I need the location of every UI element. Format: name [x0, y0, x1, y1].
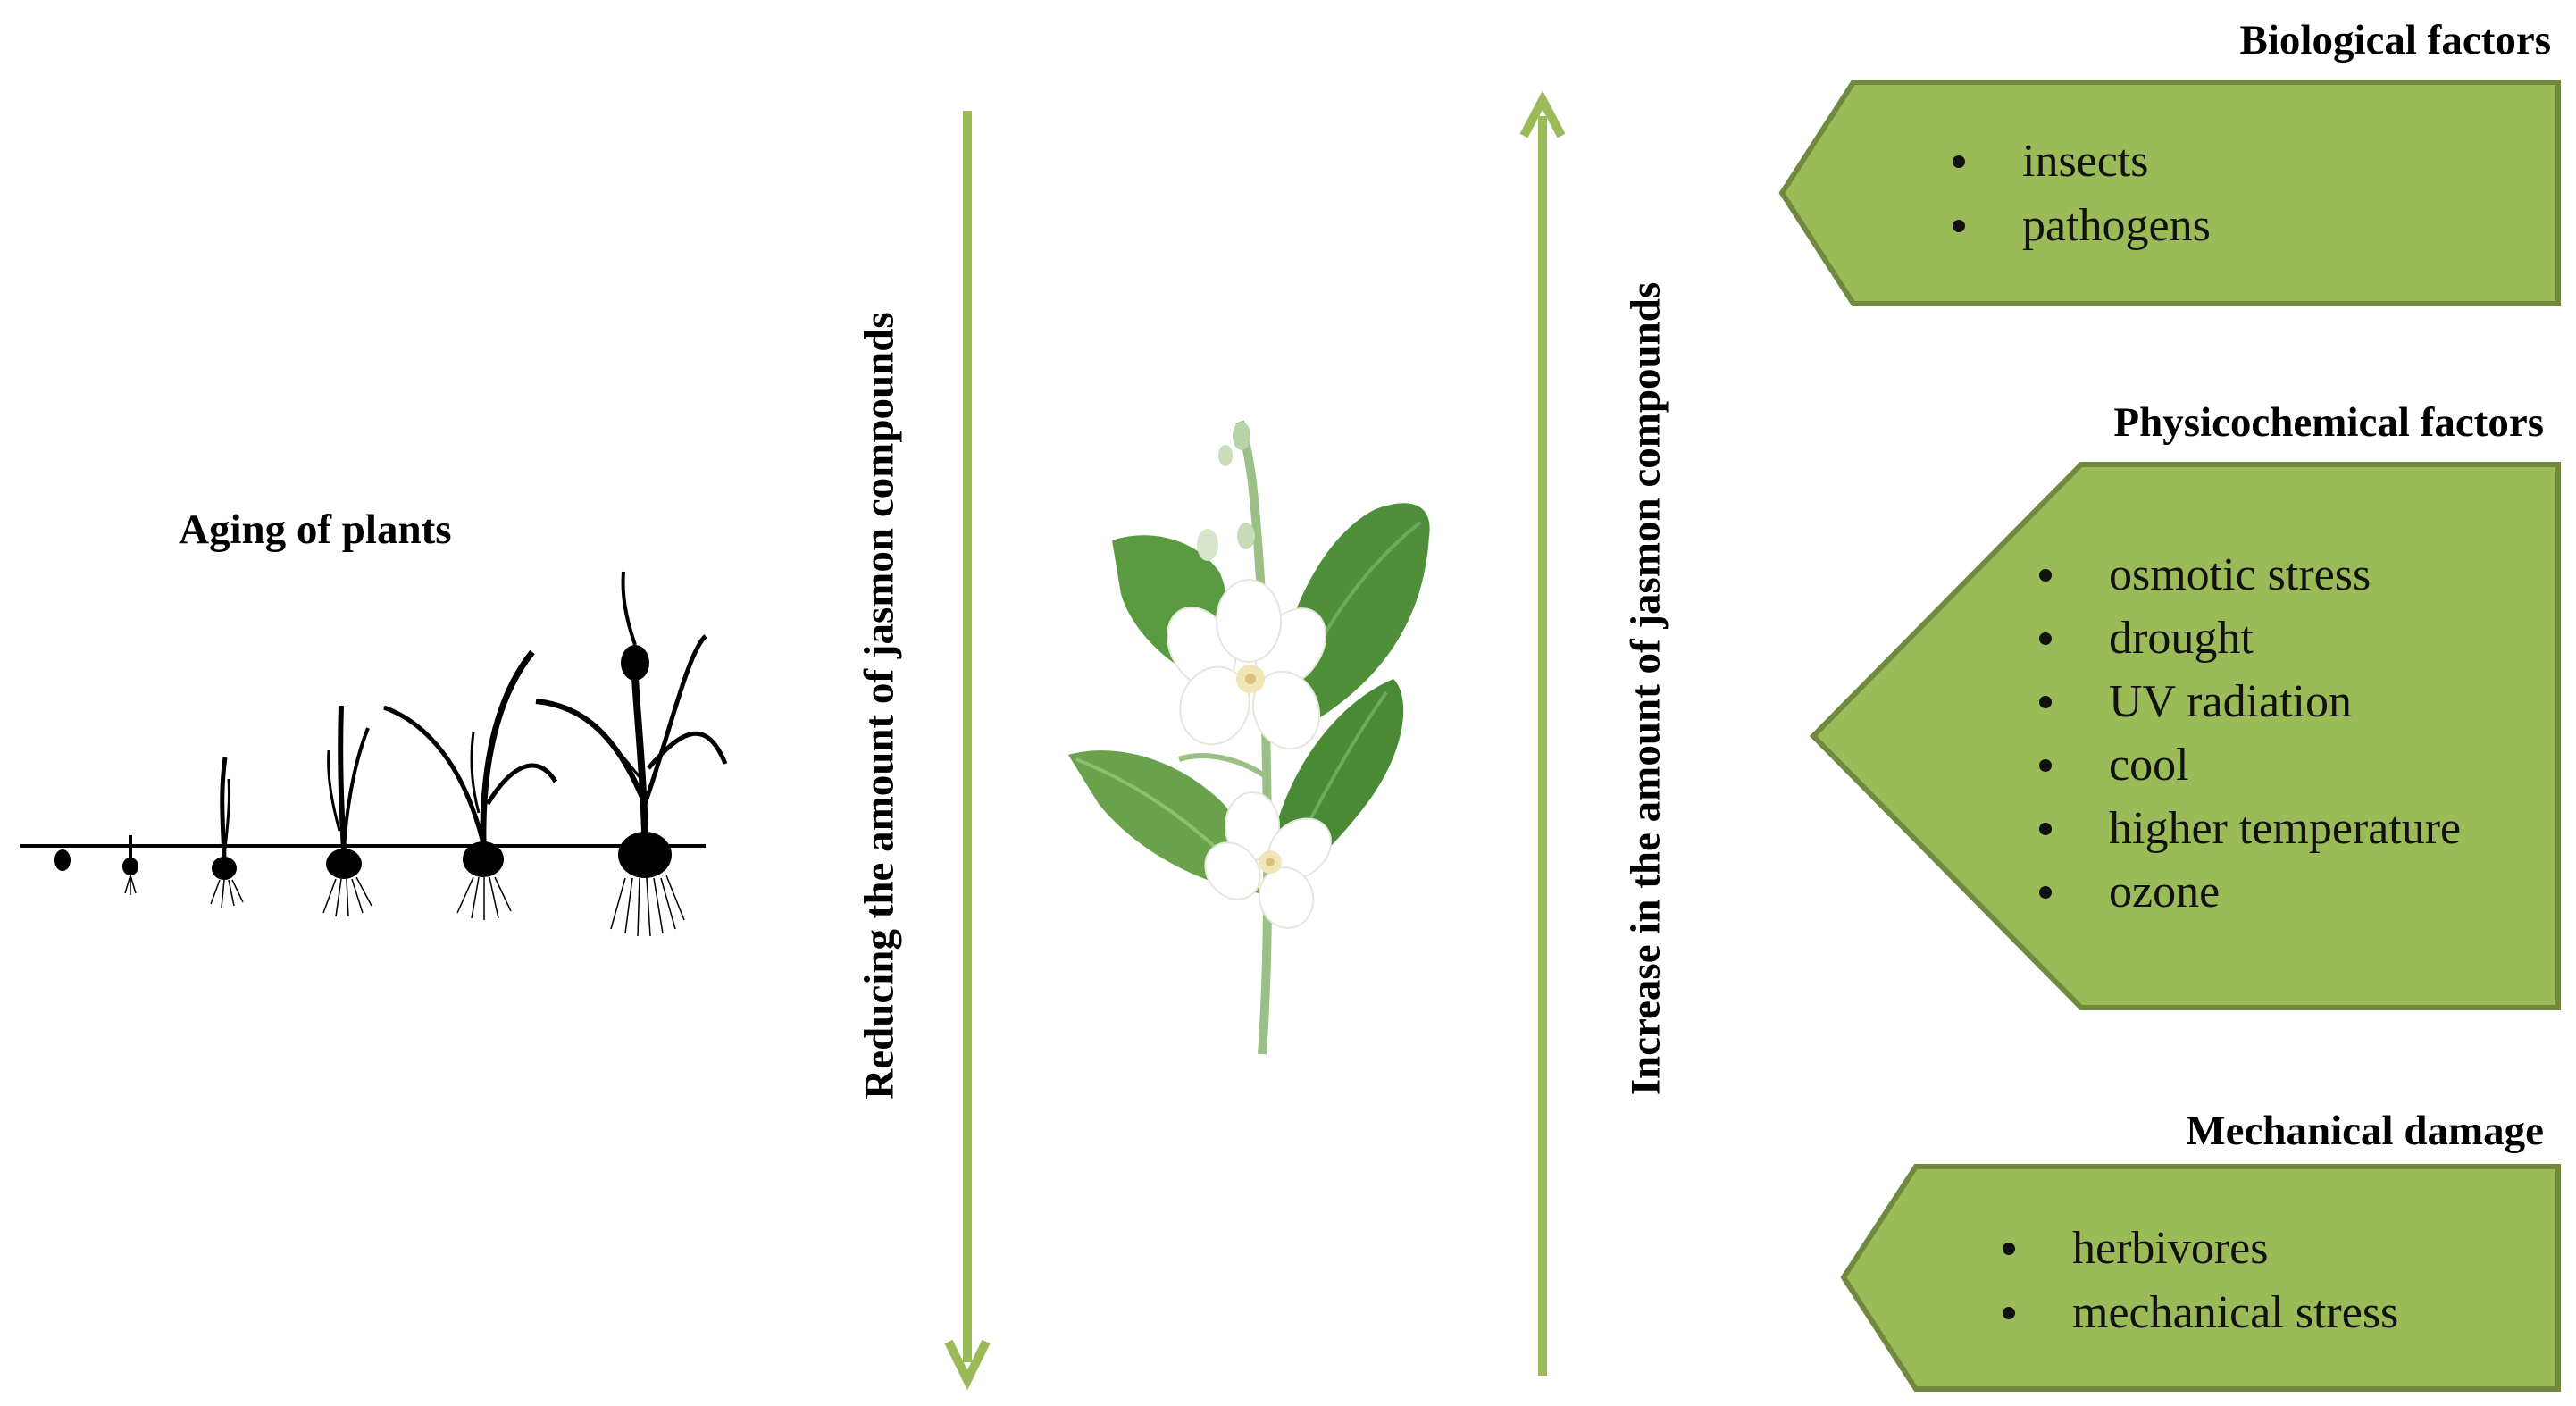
- list-item: mechanical stress: [2003, 1290, 2398, 1336]
- biological-factors-title: Biological factors: [2239, 20, 2551, 62]
- list-item: UV radiation: [2039, 679, 2461, 725]
- physicochemical-factors-list: osmotic stress drought UV radiation cool…: [2039, 552, 2461, 916]
- down-arrow: [949, 111, 986, 1380]
- aging-of-plants-title: Aging of plants: [179, 509, 452, 551]
- reducing-arrow-label: Reducing the amount of jasmon compounds: [859, 312, 901, 1099]
- plant-stage-5-growing-plant: [384, 652, 556, 920]
- jasmine-flower-illustration: [1068, 422, 1430, 1054]
- plant-stage-3-seedling: [211, 757, 243, 908]
- mechanical-damage-list: herbivores mechanical stress: [2003, 1226, 2398, 1336]
- list-item: osmotic stress: [2039, 552, 2461, 598]
- up-arrow: [1524, 100, 1561, 1376]
- list-item: drought: [2039, 615, 2461, 662]
- plant-stage-1-seed: [54, 849, 71, 871]
- increase-arrow-label: Increase in the amount of jasmon compoun…: [1626, 282, 1668, 1096]
- plant-growth-stages-illustration: [20, 572, 725, 936]
- list-item: pathogens: [1953, 203, 2211, 249]
- mechanical-damage-title: Mechanical damage: [2186, 1110, 2544, 1152]
- plant-stage-6-flowering-plant: [536, 572, 725, 936]
- list-item: cool: [2039, 742, 2461, 789]
- biological-factors-list: insects pathogens: [1953, 138, 2211, 249]
- physicochemical-factors-title: Physicochemical factors: [2113, 402, 2544, 444]
- list-item: insects: [1953, 138, 2211, 185]
- plant-stage-4-young-plant: [323, 706, 372, 916]
- list-item: higher temperature: [2039, 806, 2461, 852]
- list-item: ozone: [2039, 869, 2461, 916]
- list-item: herbivores: [2003, 1226, 2398, 1272]
